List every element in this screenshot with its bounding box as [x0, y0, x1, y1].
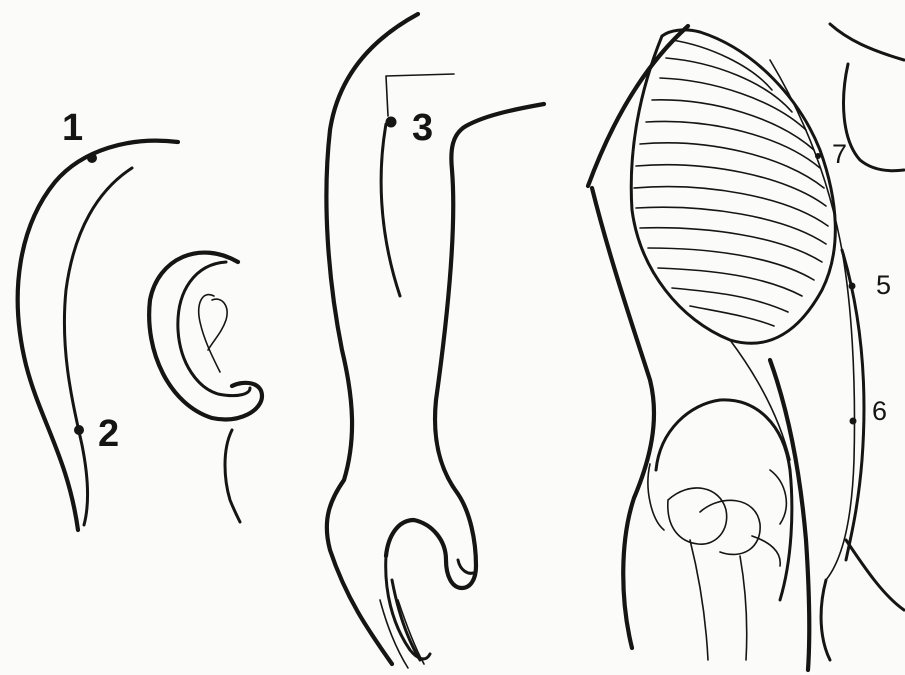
torso-panel: 7 5 6 [588, 24, 904, 670]
arm-inner-contour [386, 104, 544, 588]
head-neck-panel: 1 2 [18, 107, 262, 530]
point-6-label: 6 [872, 396, 887, 426]
finger-1 [386, 556, 430, 659]
point-2-marker [74, 425, 84, 435]
point-1-label: 1 [62, 107, 83, 149]
groin-line [821, 580, 830, 660]
point-7-label: 7 [832, 139, 847, 169]
femur-head [700, 500, 760, 554]
ear-antihelix [178, 262, 250, 396]
finger-4 [380, 600, 408, 668]
arm-panel: 3 [326, 14, 544, 668]
ribs [634, 40, 828, 326]
belly-contour [842, 250, 864, 560]
femur-shaft [690, 540, 747, 660]
point-1-marker [87, 153, 97, 163]
point-2-label: 2 [98, 413, 119, 455]
torso-front-line [770, 60, 854, 580]
point-6-marker [850, 418, 857, 425]
neck-front [844, 64, 904, 171]
thumb-contour [458, 560, 476, 573]
point-7-marker [815, 153, 821, 159]
ear-lobe-to-neck [225, 430, 240, 522]
inner-contour [64, 168, 132, 525]
point-5-label: 5 [876, 270, 891, 300]
finger-3 [398, 600, 424, 664]
shoulder-line [830, 24, 904, 60]
iliac-crest [656, 400, 792, 600]
point-3-label: 3 [412, 107, 433, 149]
biceps-line [381, 124, 400, 296]
hip-joint [668, 488, 727, 544]
thigh-front [846, 540, 904, 610]
point-3-marker [386, 117, 397, 128]
front-hip-contour [770, 360, 809, 670]
ear-inner-fold [199, 295, 227, 372]
point-5-marker [849, 283, 856, 290]
arm-outer-contour [326, 14, 418, 664]
